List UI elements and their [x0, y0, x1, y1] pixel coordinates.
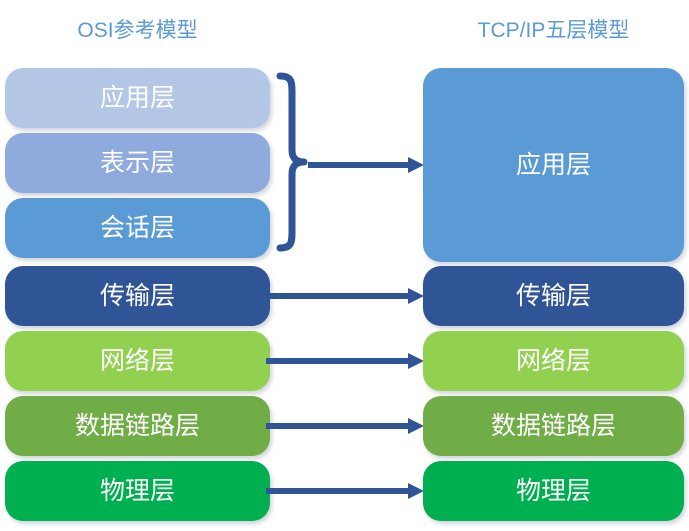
tcpip-layer-network[interactable]: 网络层 [423, 331, 684, 391]
osi-layer-transport[interactable]: 传输层 [5, 266, 270, 326]
osi-layer-presentation[interactable]: 表示层 [5, 133, 270, 193]
osi-layer-datalink[interactable]: 数据链路层 [5, 396, 270, 456]
arrow-application [308, 154, 424, 176]
arrow-network [266, 350, 424, 372]
osi-layer-application[interactable]: 应用层 [5, 68, 270, 128]
tcpip-layer-transport[interactable]: 传输层 [423, 266, 684, 326]
arrow-datalink [266, 415, 424, 437]
tcpip-layer-physical[interactable]: 物理层 [423, 461, 684, 521]
arrow-physical [266, 480, 424, 502]
osi-layer-physical[interactable]: 物理层 [5, 461, 270, 521]
tcpip-layer-application[interactable]: 应用层 [423, 68, 684, 262]
osi-layer-network[interactable]: 网络层 [5, 331, 270, 391]
grouping-brace-icon [276, 72, 310, 252]
arrow-transport [266, 285, 424, 307]
osi-layer-session[interactable]: 会话层 [5, 198, 270, 258]
tcpip-layer-datalink[interactable]: 数据链路层 [423, 396, 684, 456]
osi-column-title: OSI参考模型 [77, 19, 198, 42]
tcpip-column-title: TCP/IP五层模型 [477, 19, 630, 42]
